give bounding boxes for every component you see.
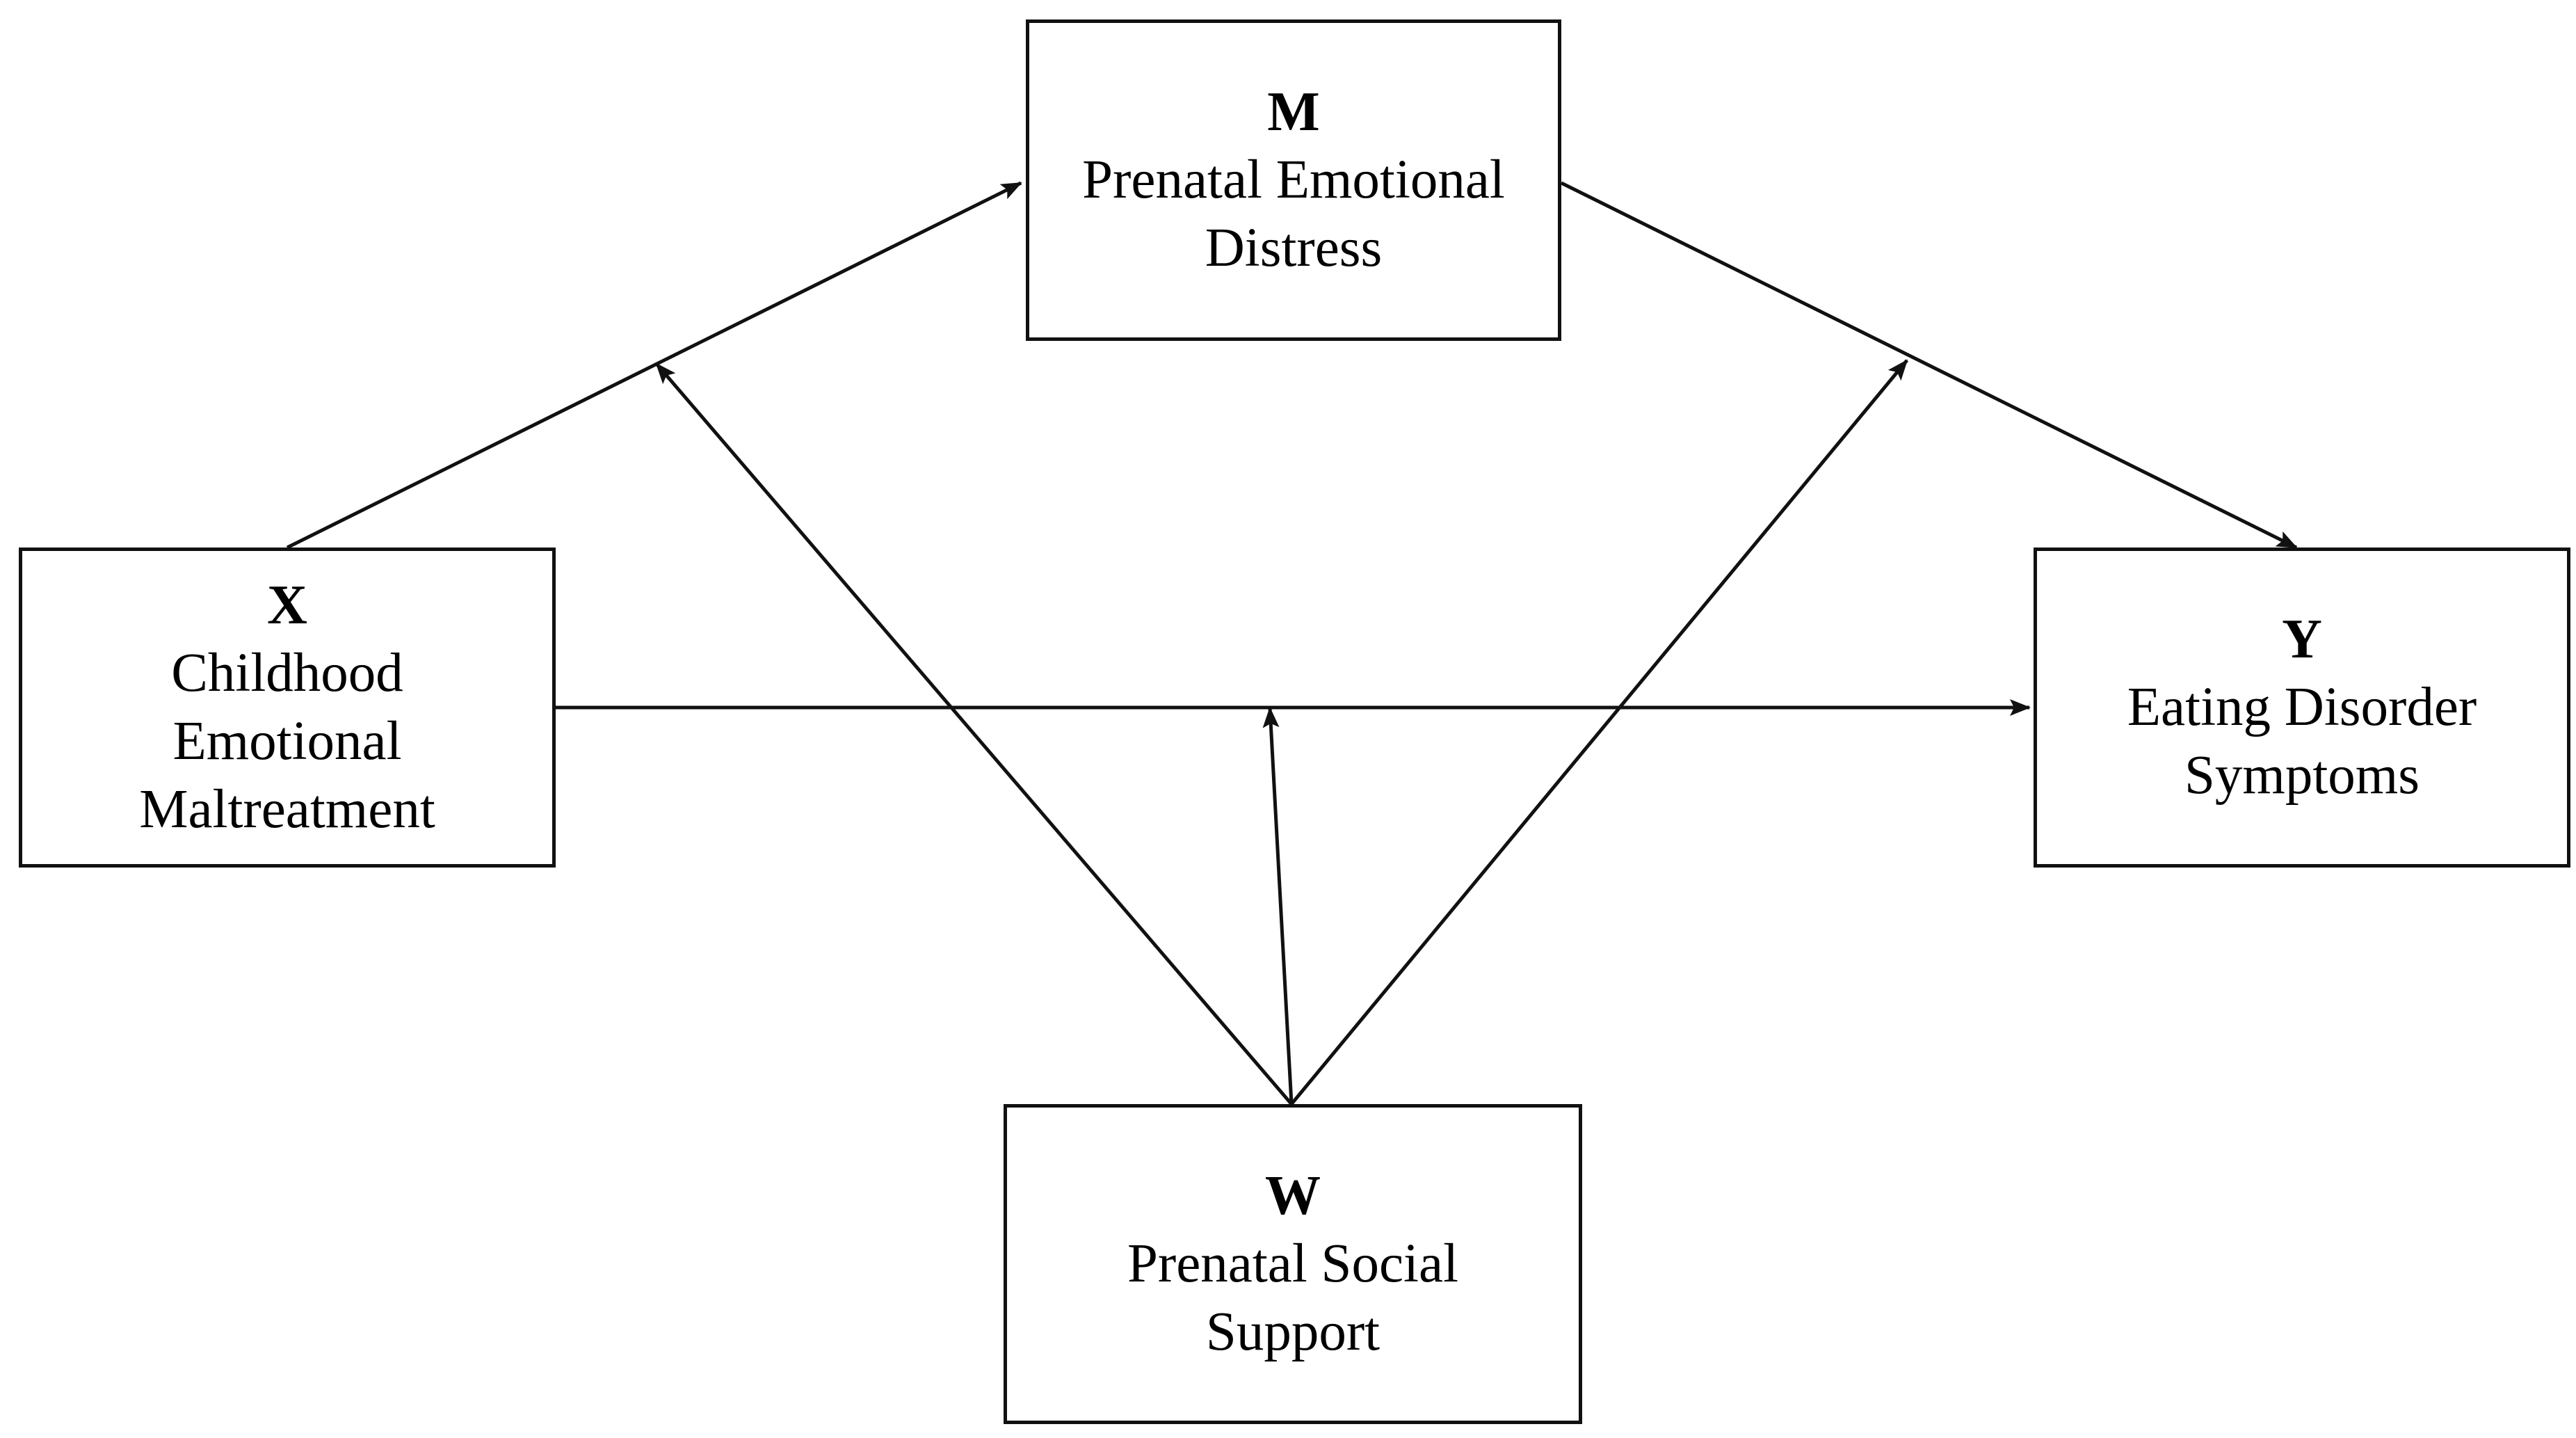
node-y-letter: Y <box>2282 609 2322 670</box>
node-y: Y Eating Disorder Symptoms <box>2034 548 2570 868</box>
edge-x-to-m <box>286 181 1022 550</box>
moderation-w-to-xy <box>1262 707 1294 1105</box>
moderation-w-to-xm <box>655 362 1293 1105</box>
node-m: M Prenatal Emotional Distress <box>1026 19 1561 341</box>
node-w-letter: W <box>1265 1165 1321 1227</box>
moderation-w-to-my <box>1290 359 1908 1105</box>
node-x-label: Childhood Emotional Maltreatment <box>139 643 435 840</box>
node-m-label: Prenatal Emotional Distress <box>1082 150 1505 278</box>
node-y-label: Eating Disorder Symptoms <box>2127 677 2477 806</box>
node-m-letter: M <box>1267 81 1320 143</box>
node-w: W Prenatal Social Support <box>1004 1104 1582 1424</box>
edge-m-to-y <box>1560 181 2298 550</box>
node-x: X Childhood Emotional Maltreatment <box>19 548 556 868</box>
node-x-letter: X <box>267 575 307 636</box>
node-w-label: Prenatal Social Support <box>1127 1233 1459 1362</box>
